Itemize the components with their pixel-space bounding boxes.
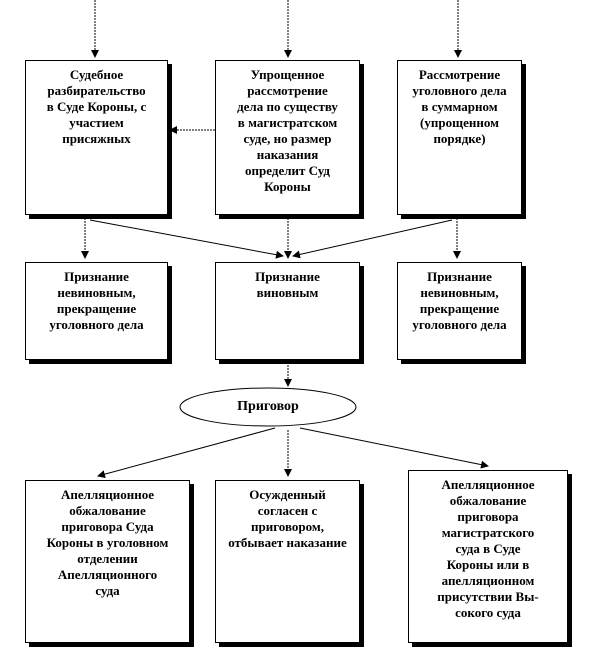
box-jury-trial: Судебное разбирательство в Суде Короны, …	[25, 60, 168, 215]
box-magistrate-simplified: Упрощенное рассмотрение дела по существу…	[215, 60, 360, 215]
box-acquittal-left: Признание невиновным, прекращение уголов…	[25, 262, 168, 360]
box-appeal-magistrate: Апелляционное обжалование приговора маги…	[408, 470, 568, 643]
arrow-summary-to-guilty	[292, 219, 453, 259]
box-summary-procedure: Рассмотрение уголовного дела в суммарном…	[397, 60, 522, 215]
arrow-verdict-to-appeal-crown	[97, 427, 276, 479]
box-convicted-agrees: Осужденный согласен с приговором, отбыва…	[215, 480, 360, 643]
arrow-jury-to-guilty	[89, 219, 284, 259]
verdict-oval	[179, 387, 357, 427]
box-acquittal-right: Признание невиновным, прекращение уголов…	[397, 262, 522, 360]
arrow-verdict-to-appeal-magistrate	[299, 427, 489, 469]
box-guilty: Признание виновным	[215, 262, 360, 360]
verdict-label: Приговор	[237, 399, 299, 414]
box-appeal-crown: Апелляционное обжалование приговора Суда…	[25, 480, 190, 643]
